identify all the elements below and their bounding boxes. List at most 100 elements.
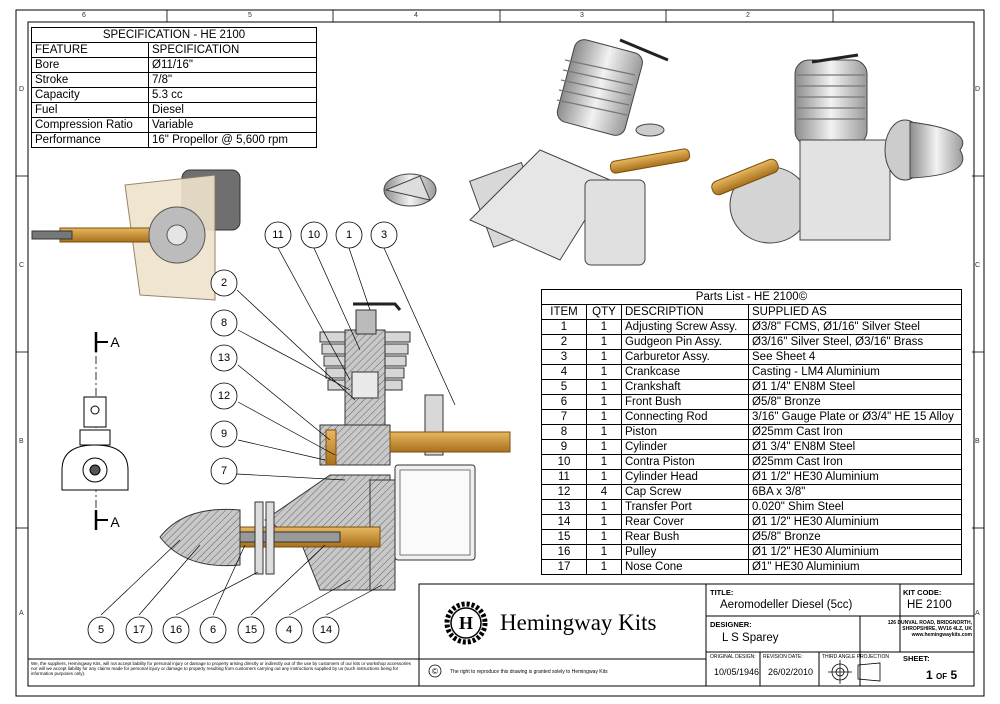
part-item-cell: 6 [541,394,587,410]
balloon-label: 15 [245,624,257,636]
parts-header-description: DESCRIPTION [621,304,749,320]
engine-3d-view-rear [711,53,964,244]
part-qty-cell: 1 [586,544,622,560]
part-item-cell: 7 [541,409,587,425]
part-item-cell: 9 [541,439,587,455]
parts-header-item: ITEM [541,304,587,320]
spec-value-cell: 7/8" [148,72,317,88]
part-supplied-as-cell: Ø1" HE30 Aluminium [748,559,962,575]
leader-lines [100,247,456,616]
balloon-label: 12 [218,390,230,402]
balloon-label: 13 [218,352,230,364]
part-supplied-as-cell: Ø25mm Cast Iron [748,454,962,470]
part-item-cell: 14 [541,514,587,530]
company-name: Hemingway Kits [500,610,657,635]
part-item-cell: 16 [541,544,587,560]
part-item-cell: 1 [541,319,587,335]
balloon-label: 2 [221,277,227,289]
sheet-total: 5 [950,668,958,682]
part-item-cell: 8 [541,424,587,440]
sheet-label: SHEET: [903,654,930,663]
kit-code: HE 2100 [907,599,952,611]
zone-label-left: C [19,262,25,269]
balloon-label: 11 [272,229,283,241]
zone-label-right: D [975,86,981,93]
part-supplied-as-cell: Ø1 1/2" HE30 Aluminium [748,544,962,560]
spec-feature-cell: Compression Ratio [31,117,149,133]
balloon-label: 5 [98,624,104,636]
part-qty-cell: 1 [586,364,622,380]
third-angle-projection-icon [828,660,881,684]
part-item-cell: 12 [541,484,587,500]
part-item-cell: 3 [541,349,587,365]
part-supplied-as-cell: Ø3/8" FCMS, Ø1/16" Silver Steel [748,319,962,335]
zone-label-right: C [975,262,981,269]
part-description-cell: Contra Piston [621,454,749,470]
part-item-cell: 11 [541,469,587,485]
copyright-note: The right to reproduce this drawing is g… [450,669,608,675]
zone-label-left: A [19,610,24,617]
spec-value-cell: 5.3 cc [148,87,317,103]
designer-label: DESIGNER: [710,620,752,629]
address-line: 126 DUNVAL ROAD, BRIDGNORTH, [887,620,972,626]
zone-label-top: 2 [746,12,750,19]
balloon-label: 3 [381,229,387,241]
item-balloons [87,221,398,644]
part-qty-cell: 1 [586,379,622,395]
original-design-label: ORIGINAL DESIGN: [710,654,756,660]
part-supplied-as-cell: 0.020" Shim Steel [748,499,962,515]
drawing-title: Aeromodeller Diesel (5cc) [720,599,853,611]
part-description-cell: Cylinder Head [621,469,749,485]
original-design-date: 10/05/1946 [714,667,760,677]
spec-table-title: SPECIFICATION - HE 2100 [31,27,317,43]
spec-header-spec: SPECIFICATION [148,42,317,58]
part-supplied-as-cell: 3/16" Gauge Plate or Ø3/4" HE 15 Alloy [748,409,962,425]
spec-value-cell: Variable [148,117,317,133]
company-address: 126 DUNVAL ROAD, BRIDGNORTH, SHROPSHIRE,… [864,620,972,638]
spec-feature-cell: Bore [31,57,149,73]
balloon-label: 7 [221,465,227,477]
part-supplied-as-cell: Ø25mm Cast Iron [748,424,962,440]
title-block-frame [28,583,975,687]
part-supplied-as-cell: Ø5/8" Bronze [748,529,962,545]
part-item-cell: 13 [541,499,587,515]
spec-feature-cell: Stroke [31,72,149,88]
balloon-label: 4 [286,624,292,636]
zone-label-top: 6 [82,12,86,19]
spec-value-cell: Ø11/16" [148,57,317,73]
part-item-cell: 15 [541,529,587,545]
part-qty-cell: 1 [586,349,622,365]
part-qty-cell: 1 [586,559,622,575]
part-qty-cell: 1 [586,319,622,335]
part-supplied-as-cell: Ø1 1/2" HE30 Aluminium [748,514,962,530]
part-description-cell: Connecting Rod [621,409,749,425]
section-mark-bottom: A [110,514,120,530]
part-item-cell: 10 [541,454,587,470]
part-description-cell: Piston [621,424,749,440]
liability-disclaimer: We, the suppliers, Hemingway Kits, will … [31,661,411,676]
part-description-cell: Carburetor Assy. [621,349,749,365]
part-description-cell: Crankshaft [621,379,749,395]
gear-logo-icon [444,601,488,645]
part-supplied-as-cell: See Sheet 4 [748,349,962,365]
part-description-cell: Crankcase [621,364,749,380]
part-qty-cell: 1 [586,394,622,410]
parts-header-supplied-as: SUPPLIED AS [748,304,962,320]
zone-label-top: 4 [414,12,418,19]
spec-feature-cell: Performance [31,132,149,148]
